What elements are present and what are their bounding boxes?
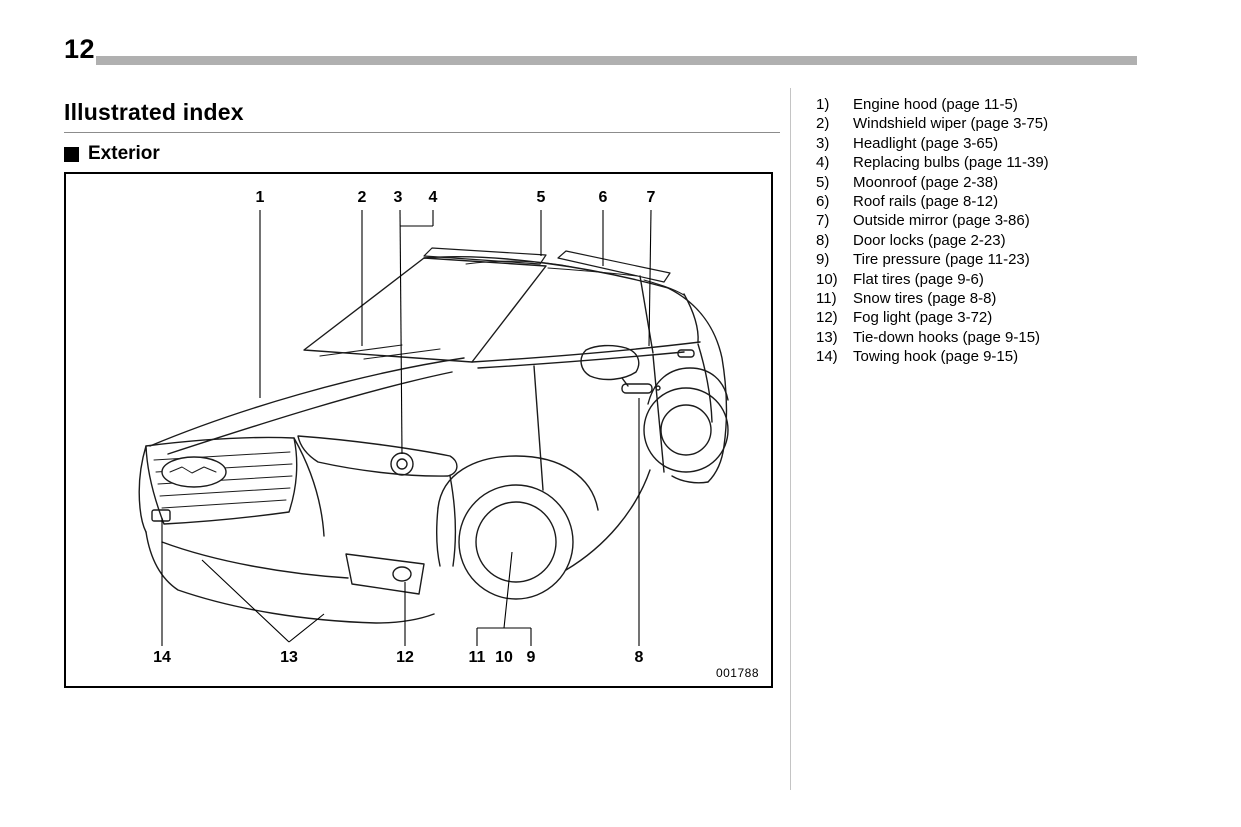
index-item-label: Replacing bulbs (page 11-39) [853,154,1049,172]
index-item: 4) Replacing bulbs (page 11-39) [816,153,1226,172]
index-item-number: 11) [816,290,837,308]
index-item: 8) Door locks (page 2-23) [816,231,1226,250]
index-item-label: Fog light (page 3-72) [853,309,993,327]
section-label: Exterior [88,143,160,164]
index-item: 5) Moonroof (page 2-38) [816,173,1226,192]
callout-number: 7 [646,189,656,206]
index-item-number: 1) [816,96,830,113]
index-item-number: 13) [816,328,838,346]
callout-number: 5 [536,189,546,206]
callout-number: 9 [526,649,536,666]
page-number: 12 [64,34,96,64]
figure-box: 1 2 3 4 5 6 7 14 13 12 11 10 9 8 001788 [64,172,773,688]
index-item-number: 5) [816,173,830,191]
index-item: 10) Flat tires (page 9-6) [816,270,1226,289]
index-item-label: Roof rails (page 8-12) [853,193,999,211]
index-item: 14) Towing hook (page 9-15) [816,347,1226,366]
index-item: 12) Fog light (page 3-72) [816,308,1226,327]
page-title: Illustrated index [64,99,244,125]
header-rule [96,56,1137,65]
callout-number: 10 [495,649,513,666]
index-item-label: Flat tires (page 9-6) [853,270,984,288]
callout-number: 1 [255,189,265,206]
callout-number: 11 [468,649,486,666]
index-item-number: 7) [816,212,830,230]
car-exterior-diagram [138,209,729,646]
section-bullet-icon [64,146,79,162]
index-item: 2) Windshield wiper (page 3-75) [816,114,1226,133]
callout-number: 2 [357,189,367,206]
callout-number: 12 [396,649,414,666]
section-heading: Exterior [64,143,160,165]
index-item-label: Windshield wiper (page 3-75) [853,115,1049,133]
callout-number: 13 [280,649,298,666]
car-outline [138,247,729,624]
callout-number: 4 [428,189,438,206]
index-item-number: 2) [816,115,830,133]
index-item: 13) Tie-down hooks (page 9-15) [816,328,1226,347]
index-item: 11) Snow tires (page 8-8) [816,289,1226,308]
callout-number: 8 [634,649,644,666]
index-item-label: Engine hood (page 11-5) [853,96,1018,113]
index-item-number: 3) [816,134,830,152]
index-item-label: Towing hook (page 9-15) [853,348,1019,366]
index-item-label: Moonroof (page 2-38) [853,173,999,191]
index-item: 1) Engine hood (page 11-5) [816,95,1226,114]
index-item-label: Tire pressure (page 11-23) [853,251,1030,269]
callout-number: 14 [153,649,171,666]
index-item-number: 9) [816,251,830,269]
leader-lines [161,209,652,646]
index-item-label: Snow tires (page 8-8) [853,290,997,308]
index-item-label: Tie-down hooks (page 9-15) [853,328,1041,346]
content-divider [790,88,791,790]
index-item-label: Door locks (page 2-23) [853,231,1006,249]
index-item-number: 12) [816,309,838,327]
index-item-number: 6) [816,193,830,211]
index-list: 1) Engine hood (page 11-5) 2) Windshield w… [816,95,1226,367]
callout-number: 6 [598,189,608,206]
index-item-number: 14) [816,348,838,366]
index-item: 9) Tire pressure (page 11-23) [816,250,1226,269]
index-item: 7) Outside mirror (page 3-86) [816,211,1226,230]
title-rule [64,132,780,133]
figure-code: 001788 [715,666,759,680]
index-item-number: 8) [816,231,830,249]
index-item-number: 10) [816,270,838,288]
index-item-number: 4) [816,154,830,172]
index-item-label: Headlight (page 3-65) [853,134,999,152]
index-item-label: Outside mirror (page 3-86) [853,212,1030,230]
index-item: 3) Headlight (page 3-65) [816,134,1226,153]
callout-number: 3 [393,189,403,206]
index-item: 6) Roof rails (page 8-12) [816,192,1226,211]
